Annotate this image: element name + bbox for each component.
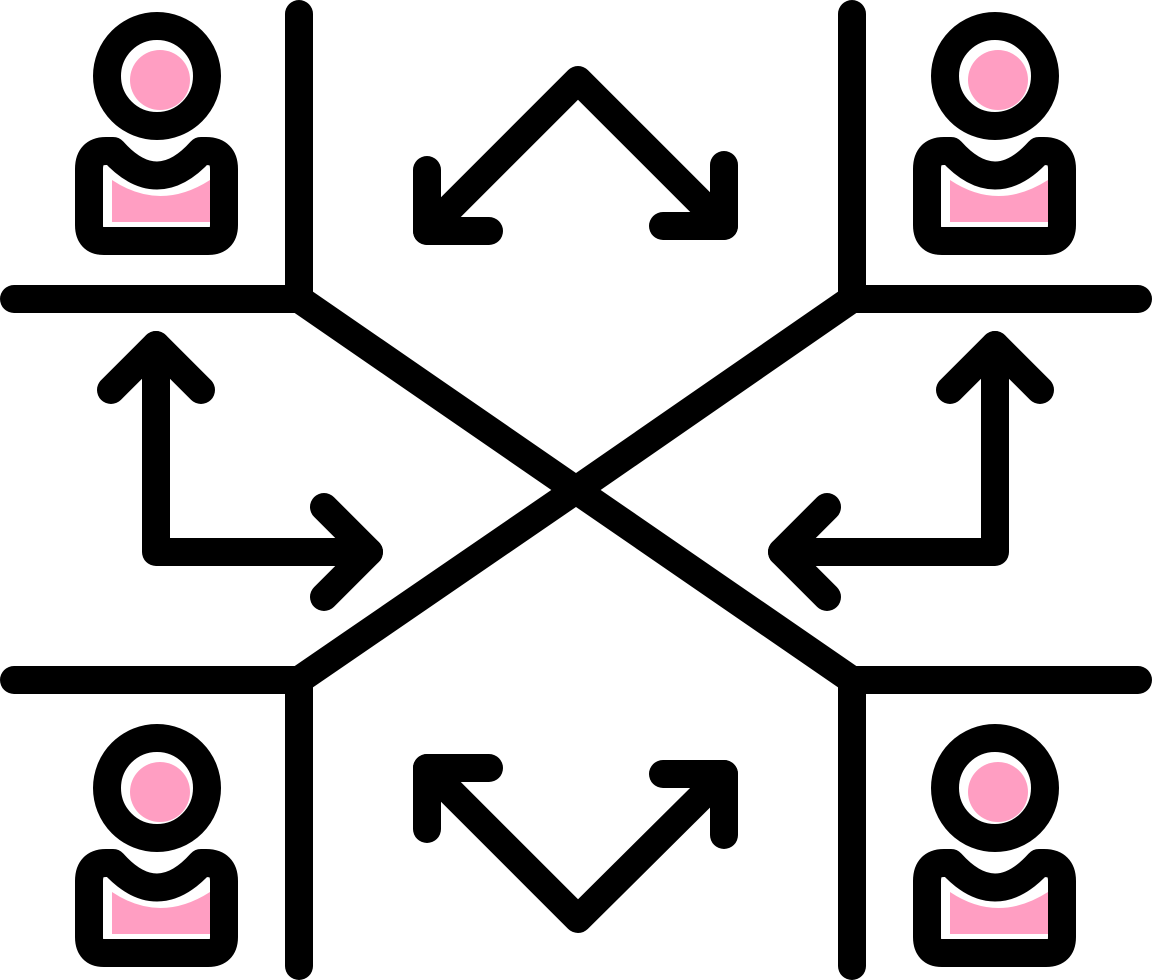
arrow-left-bidirectional — [97, 331, 383, 611]
arrow-bottom-bidirectional — [413, 754, 738, 933]
user-top-left-icon — [75, 12, 238, 255]
user-top-right-icon — [913, 12, 1076, 255]
diagonal-right-to-left — [285, 285, 866, 694]
user-bottom-left-icon — [75, 724, 238, 967]
arrow-top-bidirectional — [413, 66, 738, 245]
users-layer — [75, 12, 1076, 967]
arrow-right-bidirectional — [768, 331, 1054, 611]
user-bottom-right-icon — [913, 724, 1076, 967]
